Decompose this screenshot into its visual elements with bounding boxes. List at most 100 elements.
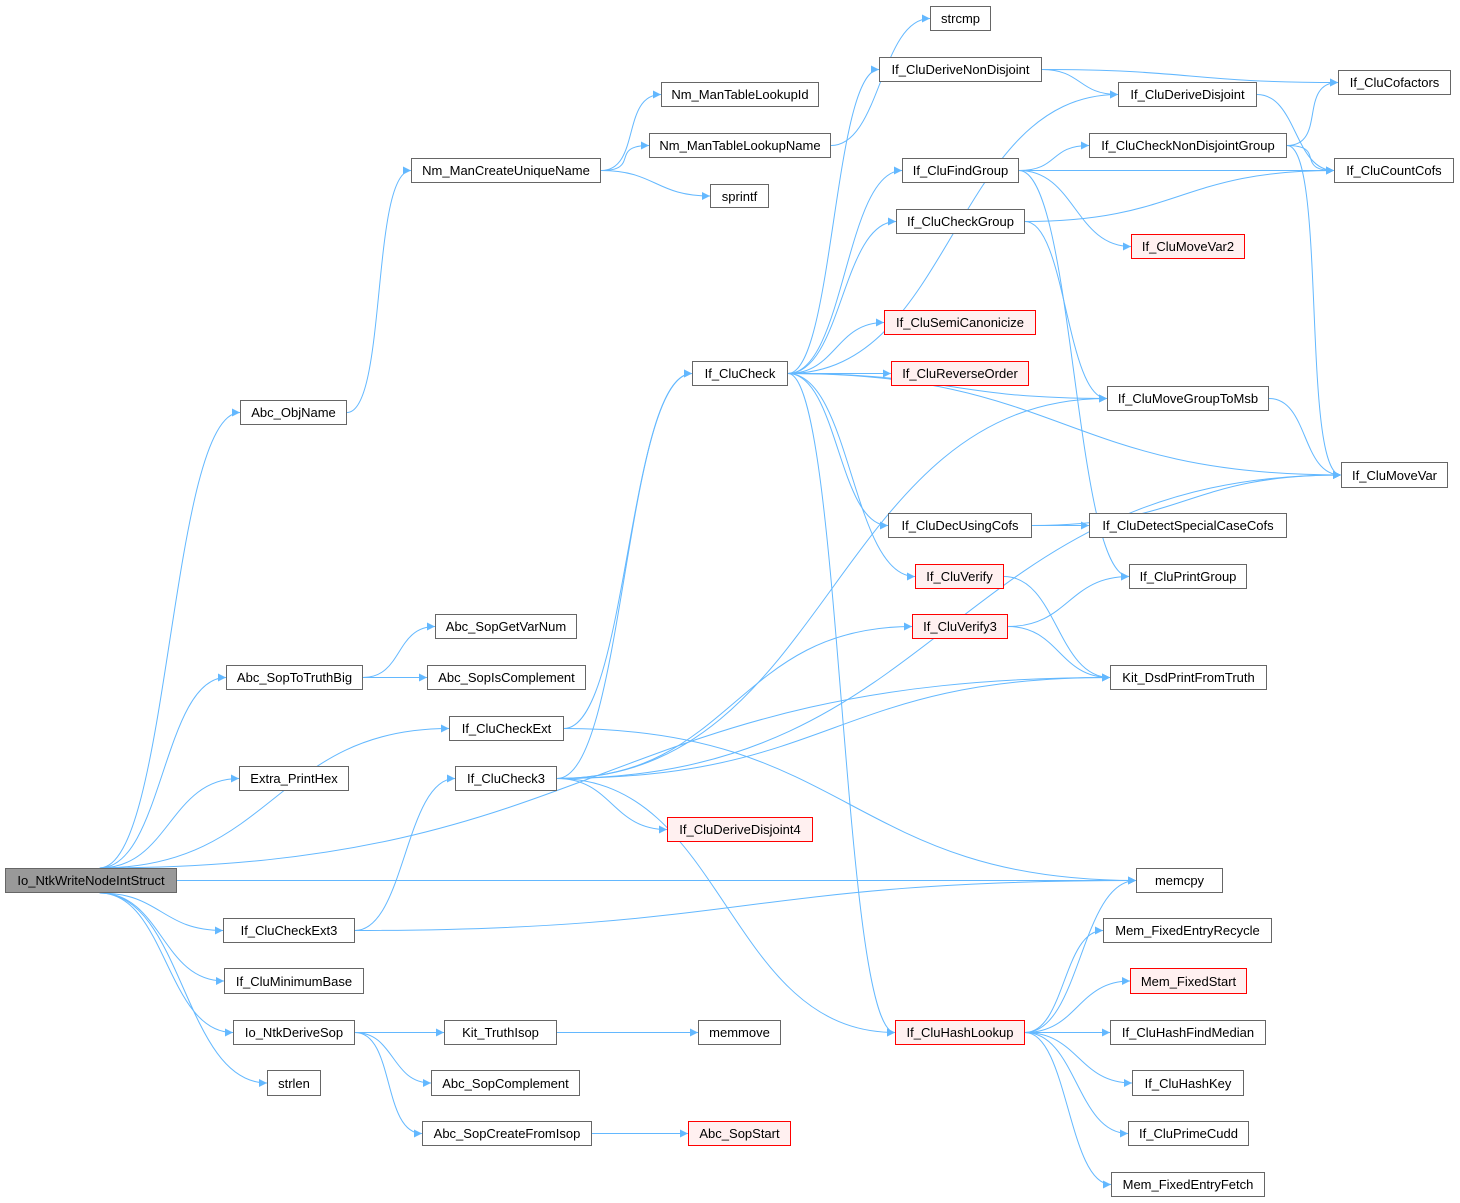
graph-node-mem-fixedentryrecycle[interactable]: Mem_FixedEntryRecycle <box>1103 918 1272 943</box>
graph-node-kit-dsdprintfromtruth[interactable]: Kit_DsdPrintFromTruth <box>1110 665 1267 690</box>
edge-n8-n7 <box>362 622 436 678</box>
edge-n12-n45 <box>556 778 896 1037</box>
graph-node-if-clumovevar[interactable]: If_CluMoveVar <box>1341 462 1448 488</box>
edge-n27-n35 <box>1286 145 1342 479</box>
graph-node-abc-sopiscomplement[interactable]: Abc_SopIsComplement <box>427 665 586 690</box>
graph-node-memcpy[interactable]: memcpy <box>1136 868 1223 893</box>
graph-node-if-clufindgroup[interactable]: If_CluFindGroup <box>902 158 1019 183</box>
edge-n23-n32 <box>787 318 885 374</box>
edge-n27-n28 <box>1286 145 1335 175</box>
edge-n2-n3 <box>600 90 662 171</box>
edge-n29-n31 <box>1018 170 1132 251</box>
edge-n0-n1 <box>99 408 241 869</box>
edge-n4-n6 <box>830 14 931 146</box>
edge-n2-n5 <box>600 170 711 200</box>
graph-node-abc-objname[interactable]: Abc_ObjName <box>240 400 347 425</box>
edge-n45-n49 <box>1024 1032 1112 1189</box>
graph-node-abc-soptotruthbig[interactable]: Abc_SopToTruthBig <box>226 665 363 690</box>
edge-n12-n13 <box>556 778 668 834</box>
graph-node-if-clucheckgroup[interactable]: If_CluCheckGroup <box>896 209 1025 234</box>
edge-n40-n39 <box>1007 572 1130 627</box>
graph-node-if-clumovegrouptomsb[interactable]: If_CluMoveGroupToMsb <box>1107 386 1269 411</box>
graph-node-nm-mantablelookupid[interactable]: Nm_ManTableLookupId <box>661 82 819 107</box>
graph-node-if-cluderivenondisjoint[interactable]: If_CluDeriveNonDisjoint <box>879 57 1042 82</box>
graph-node-if-clumovevar2[interactable]: If_CluMoveVar2 <box>1131 234 1245 259</box>
graph-node-abc-sopstart[interactable]: Abc_SopStart <box>688 1121 791 1146</box>
edge-n0-n14 <box>99 892 224 935</box>
graph-node-if-cludetectspecialcasecofs[interactable]: If_CluDetectSpecialCaseCofs <box>1089 513 1287 538</box>
edge-n0-n19 <box>99 892 268 1087</box>
graph-node-strcmp[interactable]: strcmp <box>930 6 991 31</box>
edge-n34-n35 <box>1268 398 1342 479</box>
graph-node-if-clureverseorder[interactable]: If_CluReverseOrder <box>891 361 1029 386</box>
edge-n38-n41 <box>1003 576 1111 682</box>
edge-n24-n26 <box>1041 69 1339 87</box>
graph-node-nm-mantablelookupname[interactable]: Nm_ManTableLookupName <box>649 133 831 158</box>
edge-n0-n16 <box>99 892 234 1037</box>
edge-n23-n25 <box>787 90 1119 374</box>
graph-node-mem-fixedstart[interactable]: Mem_FixedStart <box>1130 968 1247 994</box>
edge-n45-n42 <box>1024 876 1137 1033</box>
graph-node-abc-sopgetvarnum[interactable]: Abc_SopGetVarNum <box>435 614 577 639</box>
edge-n23-n38 <box>787 373 916 581</box>
graph-node-memmove[interactable]: memmove <box>698 1020 781 1045</box>
edge-n2-n4 <box>600 141 650 171</box>
edge-n16-n20 <box>354 1032 432 1087</box>
edge-n14-n12 <box>354 774 456 931</box>
graph-node-if-cluverify[interactable]: If_CluVerify <box>915 564 1004 589</box>
edge-n27-n26 <box>1286 78 1339 146</box>
graph-node-if-cluminimumbase[interactable]: If_CluMinimumBase <box>224 968 364 994</box>
graph-node-if-cluderivedisjoint[interactable]: If_CluDeriveDisjoint <box>1118 82 1257 107</box>
graph-node-if-cluverify3[interactable]: If_CluVerify3 <box>912 614 1008 639</box>
graph-node-if-cludecusingcofs[interactable]: If_CluDecUsingCofs <box>888 513 1032 538</box>
edge-n23-n36 <box>787 373 889 530</box>
graph-node-if-cluhashkey[interactable]: If_CluHashKey <box>1132 1070 1244 1096</box>
edge-n23-n35 <box>787 373 1342 479</box>
edge-n45-n43 <box>1024 926 1104 1033</box>
graph-node-if-cluchecknondisjointgroup[interactable]: If_CluCheckNonDisjointGroup <box>1089 133 1287 158</box>
edge-n14-n42 <box>354 876 1137 931</box>
edge-n36-n35 <box>1031 471 1342 526</box>
edge-n16-n21 <box>354 1032 423 1138</box>
edge-n45-n48 <box>1024 1032 1129 1138</box>
edge-n23-n45 <box>787 373 896 1037</box>
edge-n0-n41 <box>99 673 1111 869</box>
edge-n0-n10 <box>99 724 450 869</box>
edge-n40-n41 <box>1007 626 1111 682</box>
graph-node-mem-fixedentryfetch[interactable]: Mem_FixedEntryFetch <box>1111 1172 1265 1197</box>
graph-node-if-clucheck[interactable]: If_CluCheck <box>692 361 788 386</box>
edge-n0-n11 <box>99 774 240 869</box>
graph-node-if-clucountcofs[interactable]: If_CluCountCofs <box>1334 158 1454 183</box>
graph-node-if-clucheckext[interactable]: If_CluCheckExt <box>449 716 564 741</box>
graph-node-abc-sopcreatefromisop[interactable]: Abc_SopCreateFromIsop <box>422 1121 592 1146</box>
graph-node-strlen[interactable]: strlen <box>267 1070 321 1096</box>
edge-n12-n41 <box>556 673 1111 779</box>
edge-n12-n40 <box>556 622 913 779</box>
graph-node-if-clucofactors[interactable]: If_CluCofactors <box>1338 70 1451 95</box>
graph-node-extra-printhex[interactable]: Extra_PrintHex <box>239 766 349 791</box>
edge-n1-n2 <box>346 166 412 413</box>
edge-n23-n30 <box>787 217 897 374</box>
edge-n12-n23 <box>556 369 693 779</box>
graph-node-kit-truthisop[interactable]: Kit_TruthIsop <box>444 1020 557 1045</box>
graph-node-if-cluderivedisjoint4[interactable]: If_CluDeriveDisjoint4 <box>667 817 813 842</box>
graph-node-if-cluprimecudd[interactable]: If_CluPrimeCudd <box>1128 1121 1249 1146</box>
graph-node-io-ntkderivesop[interactable]: Io_NtkDeriveSop <box>233 1020 355 1045</box>
graph-node-if-cluprintgroup[interactable]: If_CluPrintGroup <box>1129 564 1247 589</box>
graph-node-abc-sopcomplement[interactable]: Abc_SopComplement <box>431 1070 580 1096</box>
edge-n29-n39 <box>1018 170 1130 581</box>
graph-node-io-ntkwritenodeintstruct[interactable]: Io_NtkWriteNodeIntStruct <box>5 868 177 893</box>
graph-node-if-clucheckext3[interactable]: If_CluCheckExt3 <box>223 918 355 943</box>
graph-node-if-clusemicanonicize[interactable]: If_CluSemiCanonicize <box>884 310 1036 335</box>
graph-node-nm-mancreateuniquename[interactable]: Nm_ManCreateUniqueName <box>411 158 601 183</box>
graph-node-if-clucheck3[interactable]: If_CluCheck3 <box>455 766 557 791</box>
edge-n30-n34 <box>1024 221 1108 403</box>
graph-node-if-cluhashfindmedian[interactable]: If_CluHashFindMedian <box>1110 1020 1266 1045</box>
edge-n0-n8 <box>99 673 227 869</box>
graph-node-if-cluhashlookup[interactable]: If_CluHashLookup <box>895 1020 1025 1045</box>
edge-n24-n25 <box>1041 69 1119 99</box>
graph-node-sprintf[interactable]: sprintf <box>710 184 769 208</box>
edge-n29-n27 <box>1018 141 1090 171</box>
